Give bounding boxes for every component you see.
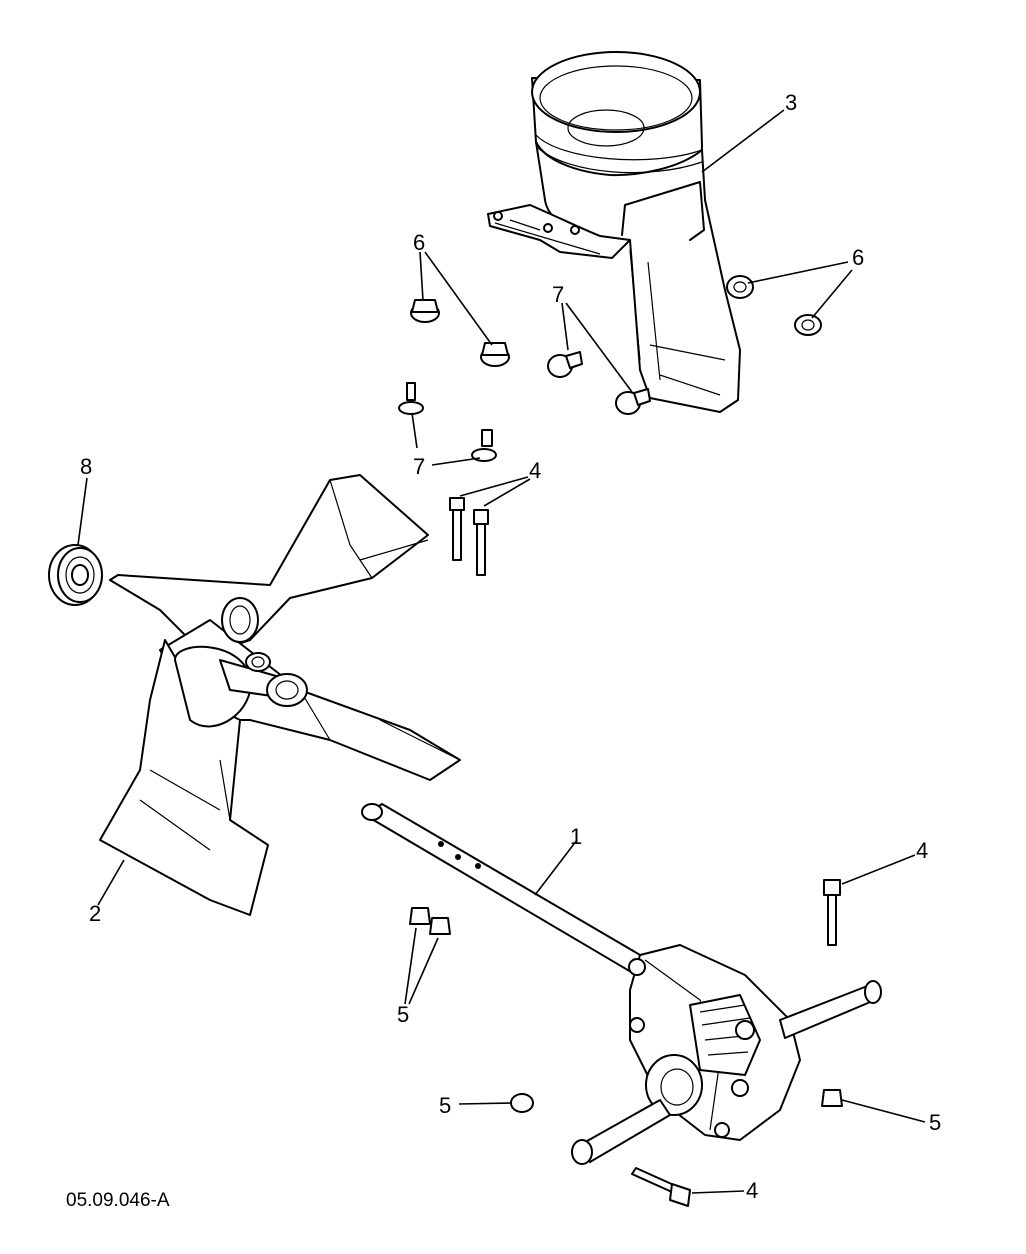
discharge-chute: [487, 51, 741, 413]
callout-part-5-right: 5: [929, 1110, 941, 1135]
callout-part-4-right: 4: [916, 838, 928, 863]
callout-part-1: 1: [570, 824, 582, 849]
callout-part-6-left: 6: [413, 230, 425, 255]
callout-part-2: 2: [89, 901, 101, 926]
callout-part-4-bottom: 4: [746, 1178, 758, 1203]
carriage-bolts: [398, 351, 651, 462]
callout-part-6-right: 6: [852, 245, 864, 270]
hex-nuts: [409, 907, 843, 1113]
flange-nuts: [410, 275, 822, 367]
callout-part-4-upper: 4: [529, 458, 541, 483]
leader-lines: [77, 109, 926, 1194]
hex-bolts-upper: [449, 497, 489, 576]
callout-part-8: 8: [80, 454, 92, 479]
bearing: [48, 544, 103, 606]
callout-part-5-bottom: 5: [439, 1093, 451, 1118]
callout-part-5-left: 5: [397, 1002, 409, 1027]
callout-part-7-upper: 7: [552, 282, 564, 307]
callout-part-3: 3: [785, 90, 797, 115]
callout-labels: 1 2 3 4 4 4 5 5 5 5 6 6 7 7 8: [80, 90, 941, 1203]
auger-shaft-and-gearbox: [361, 803, 882, 1165]
impeller: [99, 474, 461, 916]
hex-bolts-lower: [631, 879, 841, 1207]
drawing-code: 05.09.046-A: [66, 1190, 170, 1211]
callout-part-7-lower: 7: [413, 454, 425, 479]
